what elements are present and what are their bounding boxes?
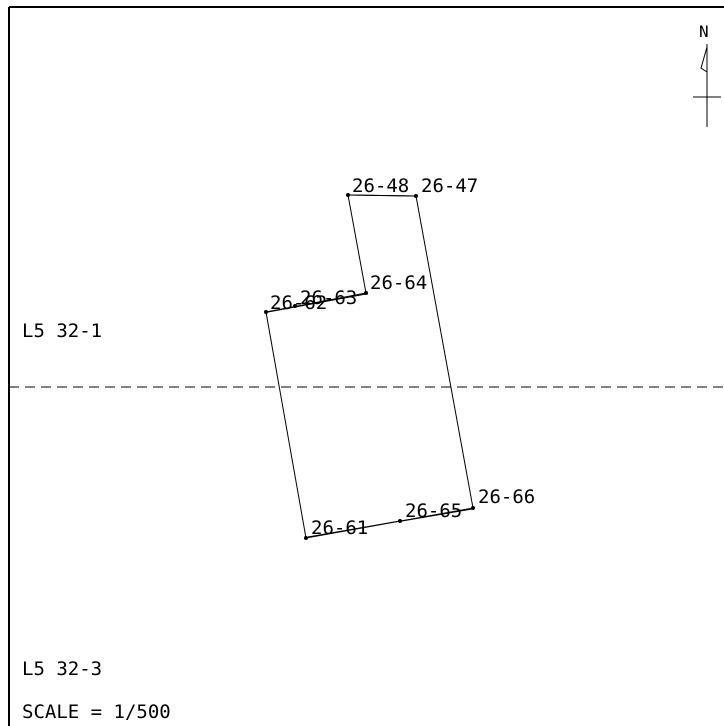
- scale-label: SCALE = 1/500: [22, 701, 171, 723]
- point-label: 26-66: [478, 486, 535, 508]
- edge-26-61-26-62: [265, 311, 307, 539]
- survey-points: [264, 193, 475, 540]
- point-26-61: [304, 536, 308, 540]
- point-label: 26-47: [421, 175, 478, 197]
- point-label: 26-64: [370, 272, 427, 294]
- edge-26-64-26-48: [347, 194, 367, 294]
- parcel-outline: [265, 194, 474, 539]
- label-underlines: [267, 194, 473, 538]
- point-label: 26-65: [405, 500, 462, 522]
- lot-label-upper: L5 32-1: [22, 320, 102, 342]
- lot-label-lower: L5 32-3: [22, 658, 102, 680]
- north-letter: N: [699, 22, 709, 41]
- edge-26-47-26-66: [415, 195, 474, 509]
- point-26-48: [346, 193, 350, 197]
- north-arrow-icon: N: [693, 22, 721, 127]
- point-label: 26-48: [352, 175, 409, 197]
- point-26-62: [264, 310, 268, 314]
